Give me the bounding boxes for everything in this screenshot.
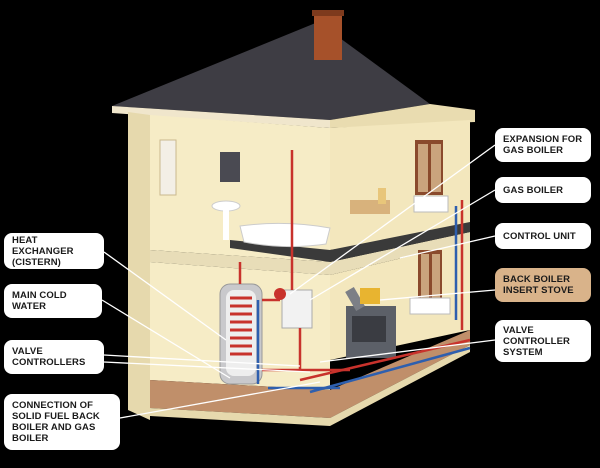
label-valve-controller-system: VALVE CONTROLLER SYSTEM [495,320,591,362]
upper-left-window [159,139,177,196]
roof-eave [112,106,330,128]
upper-floor [150,232,470,275]
roof [112,22,430,120]
lower-radiator [409,297,451,315]
leader-lines [101,144,496,419]
label-valve-controllers: VALVE CONTROLLERS [4,340,104,374]
gas-boiler [281,289,313,329]
label-gas-boiler: GAS BOILER [495,177,591,203]
label-control-unit: CONTROL UNIT [495,223,591,249]
lower-floor [150,330,470,418]
stove-flue-box [360,288,380,304]
bathtub [239,222,331,248]
expansion-vessel [274,288,286,300]
mirror [220,152,240,182]
label-expansion-for-gas-boiler: EXPANSION FOR GAS BOILER [495,128,591,162]
upper-radiator [413,195,449,213]
label-heat-exchanger: HEAT EXCHANGER (CISTERN) [4,233,104,269]
chimney [314,14,342,60]
label-connection-solid-fuel: CONNECTION OF SOLID FUEL BACK BOILER AND… [4,394,120,450]
label-back-boiler-insert-stove: BACK BOILER INSERT STOVE [495,268,591,302]
label-main-cold-water: MAIN COLD WATER [4,284,102,318]
left-side-wall [128,112,150,420]
